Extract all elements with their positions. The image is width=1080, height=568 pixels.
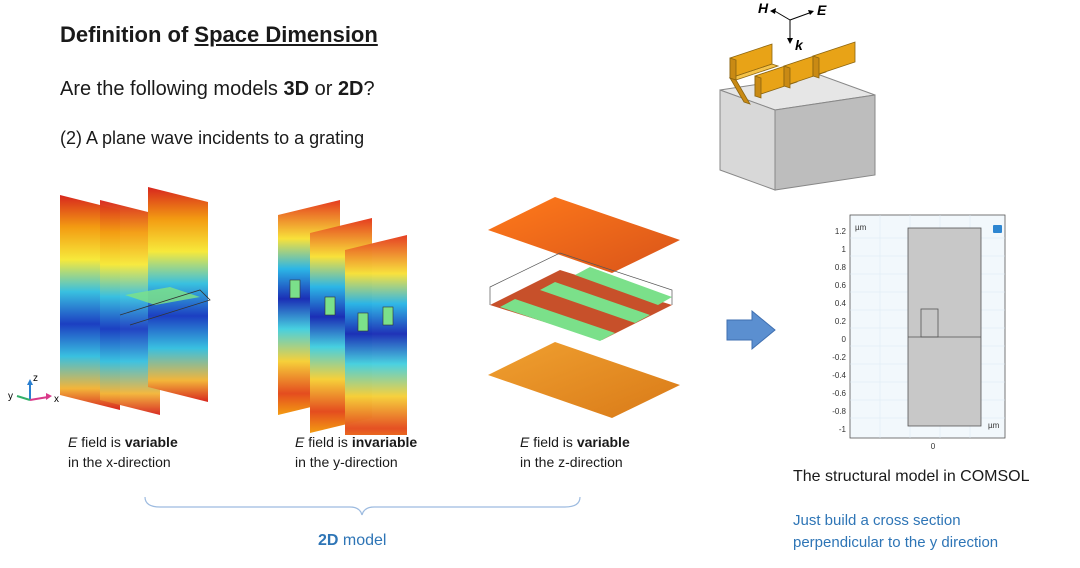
- panel-x-variation: [60, 187, 211, 415]
- grating-bars: [728, 41, 856, 105]
- field-visualizations: z x y: [8, 187, 776, 435]
- axis-x-label: x: [54, 394, 59, 405]
- right-caption: The structural model in COMSOL: [793, 468, 1030, 485]
- unit-top: µm: [855, 223, 867, 232]
- svg-text:0.4: 0.4: [835, 299, 847, 308]
- svg-text:0.8: 0.8: [835, 263, 847, 272]
- svg-text:-0.8: -0.8: [832, 407, 846, 416]
- svg-text:-0.6: -0.6: [832, 389, 846, 398]
- svg-text:0: 0: [842, 335, 847, 344]
- question-text: Are the following models 3D or 2D?: [60, 78, 375, 100]
- title-underlined: Space Dimension: [194, 22, 378, 47]
- structure-body: [907, 227, 982, 427]
- group-brace: [144, 496, 581, 516]
- x-tick-label: 0: [931, 442, 936, 451]
- panel-y-variation: [278, 200, 407, 435]
- panel-z-variation: [488, 197, 680, 418]
- axis-z-label: z: [33, 373, 38, 384]
- slide-title: Definition of Space Dimension: [60, 22, 378, 47]
- svg-text:1: 1: [842, 245, 847, 254]
- unit-right: µm: [988, 421, 1000, 430]
- cross-section-note: Just build a cross section perpendicular…: [793, 512, 999, 551]
- caption-z: E field is variable in the z-direction: [520, 434, 630, 470]
- e-label: E: [817, 2, 827, 18]
- svg-text:1.2: 1.2: [835, 227, 847, 236]
- svg-text:0.6: 0.6: [835, 281, 847, 290]
- svg-text:-0.2: -0.2: [832, 353, 846, 362]
- axis-y-label: y: [8, 391, 13, 402]
- caption-x: E field is variable in the x-direction: [68, 434, 178, 470]
- grating-diagram: H E k: [719, 0, 876, 191]
- svg-text:-0.4: -0.4: [832, 371, 846, 380]
- item-text: (2) A plane wave incidents to a grating: [60, 128, 365, 148]
- svg-text:0.2: 0.2: [835, 317, 847, 326]
- right-arrow-icon: [726, 309, 776, 351]
- comsol-plot: µm µm 1.2 1 0.8 0.6 0.4 0.2 0 -0.2 -0.4 …: [832, 214, 1006, 451]
- model-label: 2D model: [318, 532, 387, 549]
- caption-y: E field is invariable in the y-direction: [295, 434, 418, 470]
- svg-text:-1: -1: [839, 425, 847, 434]
- grating-cell: [920, 308, 939, 338]
- axes-triad: z x y: [8, 373, 59, 405]
- y-tick-labels: 1.2 1 0.8 0.6 0.4 0.2 0 -0.2 -0.4 -0.6 -…: [832, 227, 846, 434]
- k-label: k: [795, 37, 804, 53]
- zoom-extents-icon[interactable]: [993, 225, 1002, 233]
- h-label: H: [758, 0, 769, 16]
